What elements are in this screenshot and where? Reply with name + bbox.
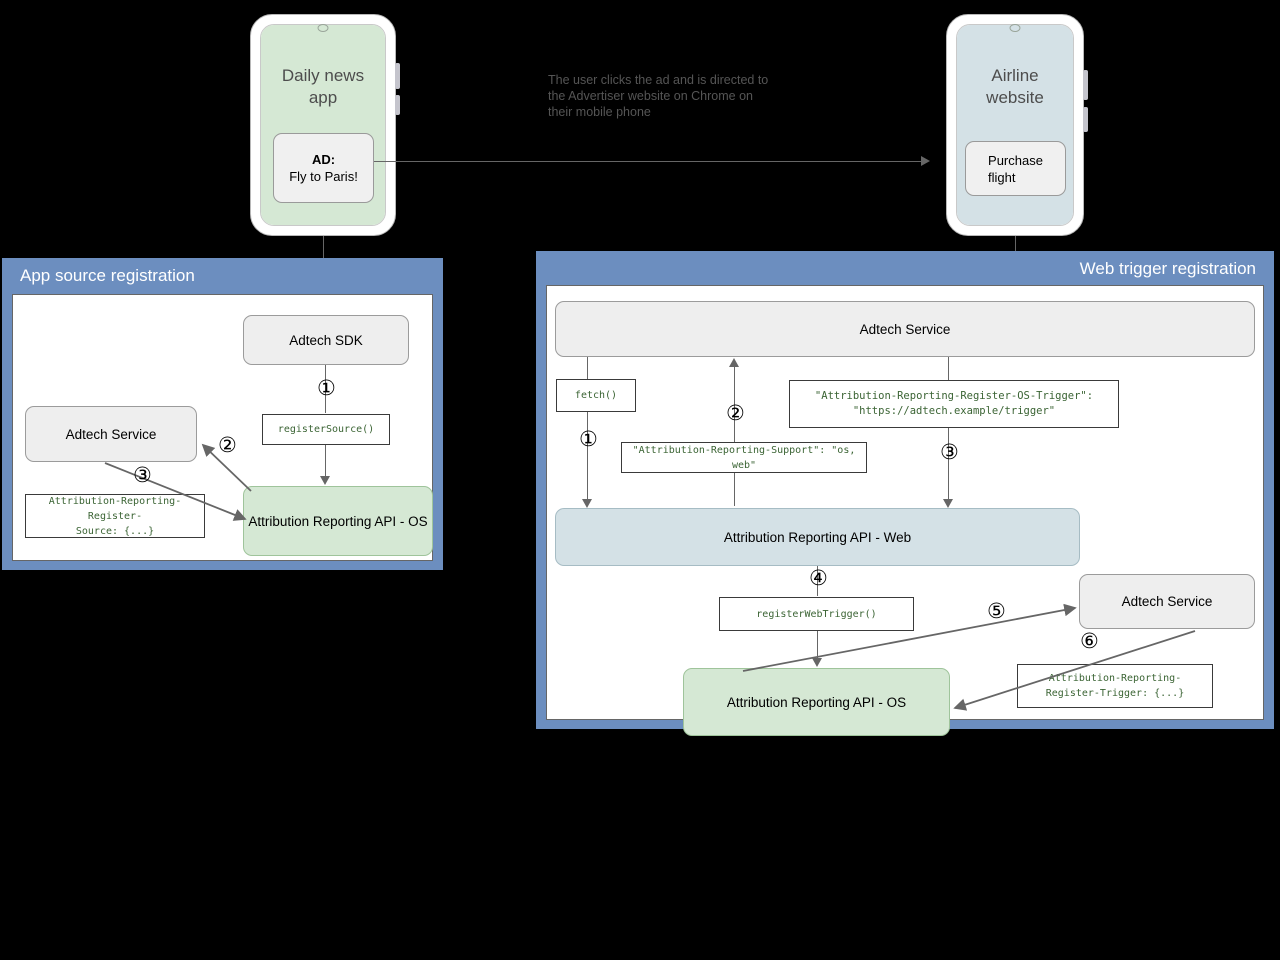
phone-left-volume-button[interactable]: [395, 63, 400, 89]
step-marker-3: ③: [133, 463, 152, 487]
node-adtech-service-label: Adtech Service: [65, 426, 157, 442]
camera-notch-icon: [1009, 24, 1021, 32]
node-adtech-service[interactable]: Adtech Service: [25, 406, 197, 462]
purchase-flight-button[interactable]: Purchase flight: [965, 141, 1066, 196]
step-marker-r2: ②: [726, 401, 745, 425]
node-arapi-os-web[interactable]: Attribution Reporting API - OS: [683, 668, 950, 736]
node-arapi-os-label: Attribution Reporting API - OS: [248, 513, 428, 529]
node-adtech-sdk-label: Adtech SDK: [289, 332, 363, 348]
phone-right-power-button[interactable]: [1083, 107, 1088, 132]
ad-banner[interactable]: AD: Fly to Paris!: [273, 133, 374, 203]
ad-body: Fly to Paris!: [289, 169, 358, 184]
purchase-flight-label: Purchase flight: [988, 152, 1043, 185]
connector-fetch-arrowhead: [582, 499, 592, 508]
step-marker-r3: ③: [940, 440, 959, 464]
panel-app-source-registration: App source registration Adtech SDK ① reg…: [2, 258, 443, 570]
phone-left-power-button[interactable]: [395, 95, 400, 115]
node-arapi-web-label: Attribution Reporting API - Web: [723, 529, 912, 545]
panel-web-trigger-title: Web trigger registration: [1079, 259, 1256, 278]
node-arapi-web[interactable]: Attribution Reporting API - Web: [555, 508, 1080, 566]
node-adtech-service-bottom[interactable]: Adtech Service: [1079, 574, 1255, 629]
node-arapi-os[interactable]: Attribution Reporting API - OS: [243, 486, 433, 556]
connector-registersource-to-arapi: [325, 445, 326, 479]
node-adtech-service-top-label: Adtech Service: [859, 321, 951, 337]
code-register-source-header: Attribution-Reporting-Register- Source: …: [25, 494, 205, 538]
step-marker-2: ②: [218, 433, 237, 457]
phone-left-title: Daily news app: [281, 66, 365, 107]
code-register-os-trigger: "Attribution-Reporting-Register-OS-Trigg…: [789, 380, 1119, 428]
ad-headline: AD:: [311, 152, 336, 167]
connector-ostrigger-to-arapi-web: [948, 428, 949, 502]
connector-arapiweb-to-registerwebtrigger: [817, 566, 818, 596]
flow-caption: The user clicks the ad and is directed t…: [548, 73, 769, 119]
connector-sdk-to-registersource: [325, 365, 326, 413]
connector-registerwebtrigger-to-arapios: [817, 631, 818, 661]
step-marker-r4: ④: [809, 566, 828, 590]
step-marker-r1: ①: [579, 427, 598, 451]
code-register-web-trigger: registerWebTrigger(): [719, 597, 914, 631]
step-marker-r5: ⑤: [987, 599, 1006, 623]
node-adtech-sdk[interactable]: Adtech SDK: [243, 315, 409, 365]
code-fetch: fetch(): [556, 379, 636, 412]
connector-ad-to-site-arrowhead: [921, 156, 930, 166]
connector-adtech-to-ostrigger: [948, 357, 949, 380]
node-adtech-service-top[interactable]: Adtech Service: [555, 301, 1255, 357]
phone-airline-website: Airline website Purchase flight: [946, 14, 1084, 236]
connector-ostrigger-arrowhead: [943, 499, 953, 508]
connector-registerwebtrigger-arrowhead: [812, 658, 822, 667]
connector-fetch-to-arapi-web: [587, 412, 588, 502]
connector-support-lower: [734, 473, 735, 506]
step-marker-1: ①: [317, 376, 336, 400]
phone-right-title: Airline website: [986, 66, 1044, 107]
camera-notch-icon: [317, 24, 329, 32]
connector-registersource-arrowhead: [320, 476, 330, 485]
connector-support-arrowhead: [729, 358, 739, 367]
step-marker-r6: ⑥: [1080, 629, 1099, 653]
panel-app-source-title: App source registration: [20, 266, 195, 285]
panel-app-source-body: Adtech SDK ① registerSource() Attributio…: [12, 294, 433, 561]
code-register-source: registerSource(): [262, 414, 390, 445]
connector-ad-to-site: [374, 161, 922, 162]
code-register-trigger-header: Attribution-Reporting- Register-Trigger:…: [1017, 664, 1213, 708]
connector-support-upper: [734, 366, 735, 442]
phone-right-volume-button[interactable]: [1083, 70, 1088, 100]
phone-daily-news: Daily news app AD: Fly to Paris!: [250, 14, 396, 236]
panel-web-trigger-registration: Web trigger registration Adtech Service …: [536, 251, 1274, 736]
node-arapi-os-web-label: Attribution Reporting API - OS: [726, 694, 907, 710]
panel-web-trigger-body: Adtech Service fetch() ① "Attribution-Re…: [546, 285, 1264, 736]
connector-adtech-to-fetch: [587, 357, 588, 379]
code-support-header: "Attribution-Reporting-Support": "os, we…: [621, 442, 867, 473]
node-adtech-service-bottom-label: Adtech Service: [1121, 594, 1213, 609]
